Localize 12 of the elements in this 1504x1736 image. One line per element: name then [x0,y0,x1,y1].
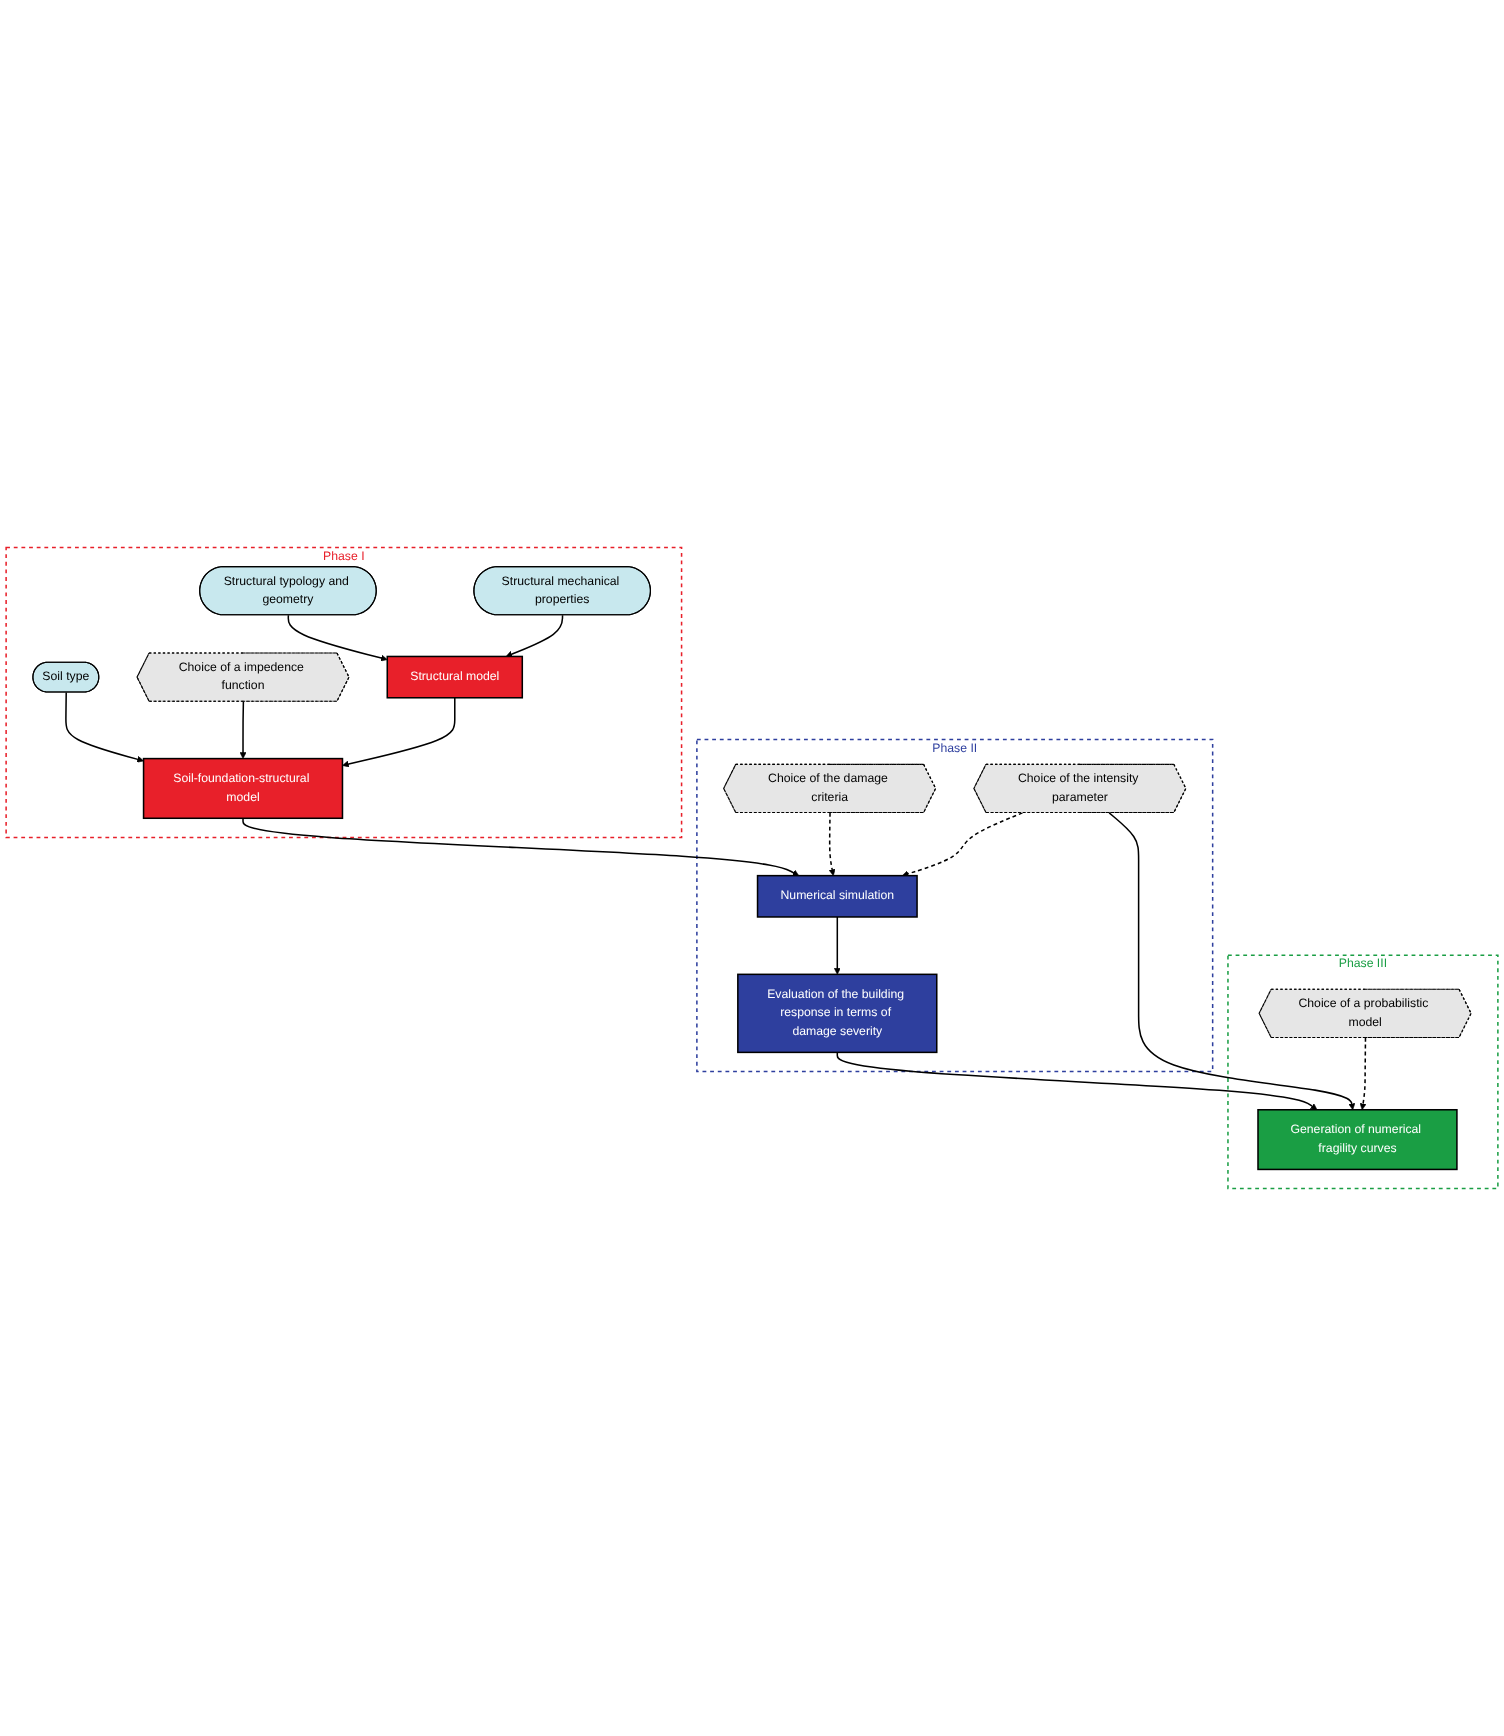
arrow [1359,1037,1367,1111]
arrow [1108,812,1356,1111]
arrow [505,614,564,658]
arrow [833,916,841,975]
arrow [242,817,800,876]
arrow [828,812,836,876]
arrow [901,812,1024,877]
arrow [836,1051,1318,1111]
arrow [287,614,388,662]
arrow [239,700,247,759]
arrow [65,691,144,763]
arrow [342,697,456,768]
